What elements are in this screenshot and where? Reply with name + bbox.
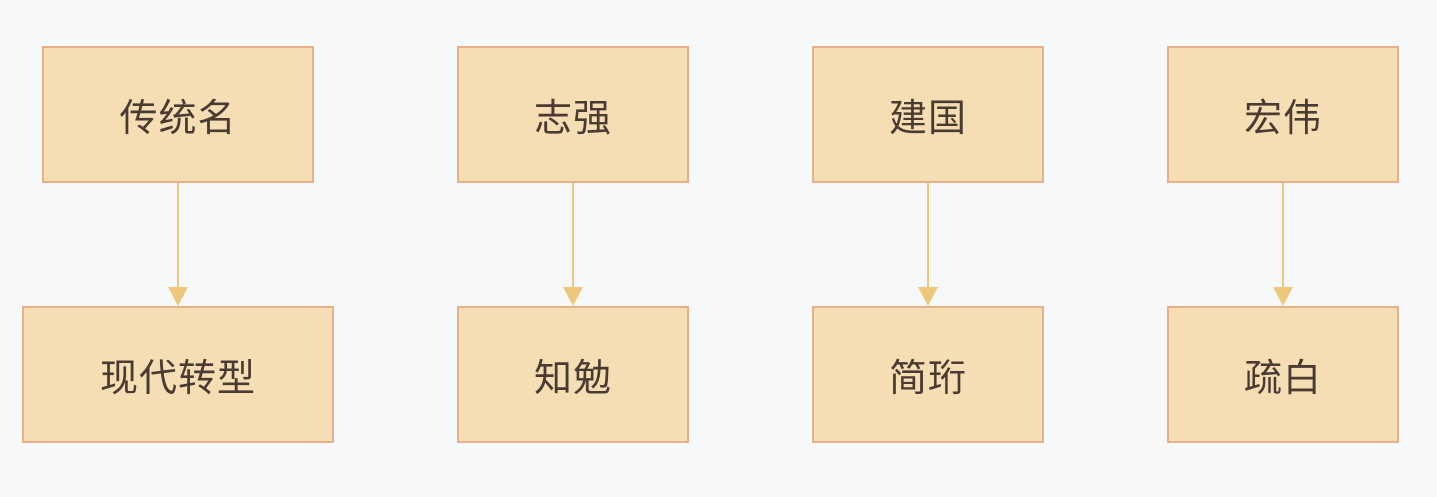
arrowhead-icon	[168, 287, 188, 306]
node-shubai: 疏白	[1167, 306, 1399, 443]
node-zhimian: 知勉	[457, 306, 689, 443]
node-jianheng: 简珩	[812, 306, 1044, 443]
arrowhead-icon	[918, 287, 938, 306]
node-hongwei: 宏伟	[1167, 46, 1399, 183]
node-zhiqiang: 志强	[457, 46, 689, 183]
arrowhead-icon	[1273, 287, 1293, 306]
node-label: 传统名	[119, 96, 237, 140]
edge-traditional-to-modern	[168, 183, 188, 306]
node-traditional-name: 传统名	[42, 46, 314, 183]
node-label: 志强	[533, 96, 612, 140]
node-modern-transformation: 现代转型	[22, 306, 334, 443]
edge-jianguo-to-jianheng	[918, 183, 938, 306]
arrowhead-icon	[563, 287, 583, 306]
node-label: 建国	[888, 96, 967, 140]
node-label: 知勉	[533, 356, 612, 400]
node-jianguo: 建国	[812, 46, 1044, 183]
node-label: 简珩	[888, 356, 967, 400]
node-label: 疏白	[1243, 356, 1322, 400]
node-label: 宏伟	[1243, 96, 1322, 140]
edge-zhiqiang-to-zhimian	[563, 183, 583, 306]
node-label: 现代转型	[99, 356, 256, 400]
edge-hongwei-to-shubai	[1273, 183, 1293, 306]
